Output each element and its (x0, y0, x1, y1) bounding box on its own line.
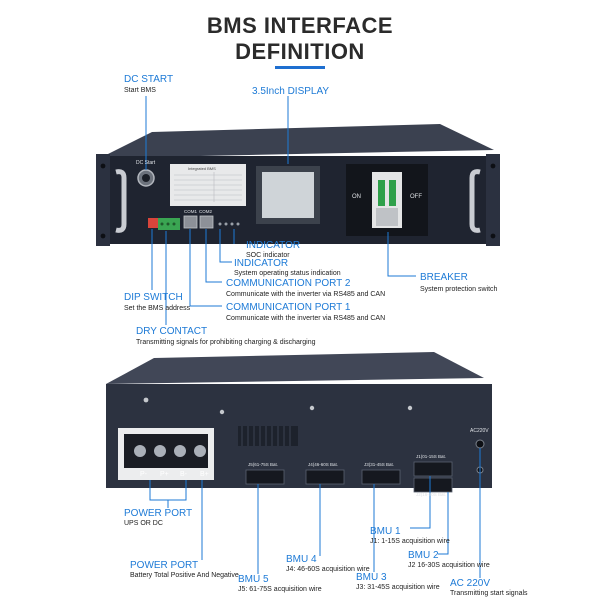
dry-contact-title: DRY CONTACT (136, 326, 208, 337)
ac220-socket (475, 439, 485, 449)
dry-contact-sub: Transmitting signals for prohibiting cha… (136, 339, 316, 346)
com1-port (183, 215, 198, 229)
dip-switch-block (148, 218, 158, 228)
terminal-label-b-plus: B+ (200, 471, 209, 478)
vent-grid (238, 426, 298, 446)
comm-port-1-title: COMMUNICATION PORT 1 (226, 302, 351, 313)
rack-ear-right (486, 154, 500, 246)
breaker-on-label: ON (352, 194, 361, 200)
j5-connector (245, 469, 285, 485)
indicator-status-sub: System operating status indication (234, 270, 341, 277)
comm-port-1-sub: Communicate with the inverter via RS485 … (226, 315, 386, 322)
j3-label: J3(31-45S Bat. (364, 462, 394, 467)
com1-panel-label: COM1 (184, 209, 197, 214)
bmu5-title: BMU 5 (238, 574, 269, 585)
j4-label: J4(46-60S Bat. (308, 462, 338, 467)
com2-port (199, 215, 214, 229)
bmu4-title: BMU 4 (286, 554, 317, 565)
ac220-title: AC 220V (450, 578, 491, 589)
bmu4-sub: J4: 46-60S acquisition wire (286, 566, 370, 573)
breaker-off-label: OFF (410, 194, 422, 200)
j2-label: J2(16-30S Bat. (416, 492, 446, 497)
dc-start-title: DC START (124, 74, 174, 85)
indicator-soc-title: INDICATOR (246, 240, 301, 251)
bmu5-sub: J5: 61-75S acquisition wire (238, 586, 322, 593)
j1-connector (413, 461, 453, 477)
front-chassis-top (100, 124, 494, 158)
com2-panel-label: COM2 (199, 209, 212, 214)
ac220-sub: Transmitting start signals (450, 590, 528, 597)
power-port-1-sub: UPS OR DC (124, 520, 163, 527)
bmu3-title: BMU 3 (356, 572, 387, 583)
comm-port-2-title: COMMUNICATION PORT 2 (226, 278, 351, 289)
display-title: 3.5Inch DISPLAY (252, 86, 330, 97)
title-line-2: DEFINITION (235, 39, 365, 64)
power-port-2-title: POWER PORT (130, 560, 199, 571)
j2-connector (413, 477, 453, 493)
front-callout-lines (145, 96, 416, 325)
bmu1-title: BMU 1 (370, 526, 401, 537)
dc-start-sub: Start BMS (124, 87, 156, 94)
dip-switch-sub: Set the BMS address (124, 305, 191, 312)
sticker-title: Integrated BMS (188, 166, 216, 171)
title-underline (275, 66, 325, 69)
bmu2-sub: J2 16-30S acquisition wire (408, 562, 490, 569)
ac220-panel-label: AC220V (470, 428, 489, 434)
indicator-status-title: INDICATOR (234, 258, 289, 269)
front-unit (96, 124, 500, 246)
back-callout-lines (149, 448, 481, 578)
breaker-sub: System protection switch (420, 286, 498, 293)
handle-right (469, 169, 481, 233)
bmu1-sub: J1: 1-15S acquisition wire (370, 538, 450, 545)
dip-switch-title: DIP SWITCH (124, 292, 183, 303)
power-port-1-title: POWER PORT (124, 508, 193, 519)
power-port-2-sub: Battery Total Positive And Negative (130, 572, 239, 579)
terminal-label-p-minus: P- (140, 471, 148, 478)
j5-label: J5(61-75S Bat. (248, 462, 278, 467)
indicator-soc-sub: SOC indicator (246, 252, 290, 259)
bmu3-sub: J3: 31-45S acquisition wire (356, 584, 440, 591)
back-unit (106, 352, 492, 493)
comm-port-2-sub: Communicate with the inverter via RS485 … (226, 291, 386, 298)
j3-connector (361, 469, 401, 485)
bmu2-title: BMU 2 (408, 550, 439, 561)
back-chassis-top (106, 352, 484, 384)
dc-start-panel-label: DC Start (136, 160, 156, 166)
terminal-label-b-minus: B- (180, 471, 188, 478)
handle-left (115, 169, 127, 233)
terminal-label-p-plus: P+ (160, 471, 169, 478)
j1-label: J1(01-15S Bat. (416, 454, 446, 459)
display-screen (262, 172, 314, 218)
rack-ear-left (96, 154, 110, 246)
title-line-1: BMS INTERFACE (206, 13, 394, 38)
breaker-title: BREAKER (420, 272, 468, 283)
j4-connector (305, 469, 345, 485)
